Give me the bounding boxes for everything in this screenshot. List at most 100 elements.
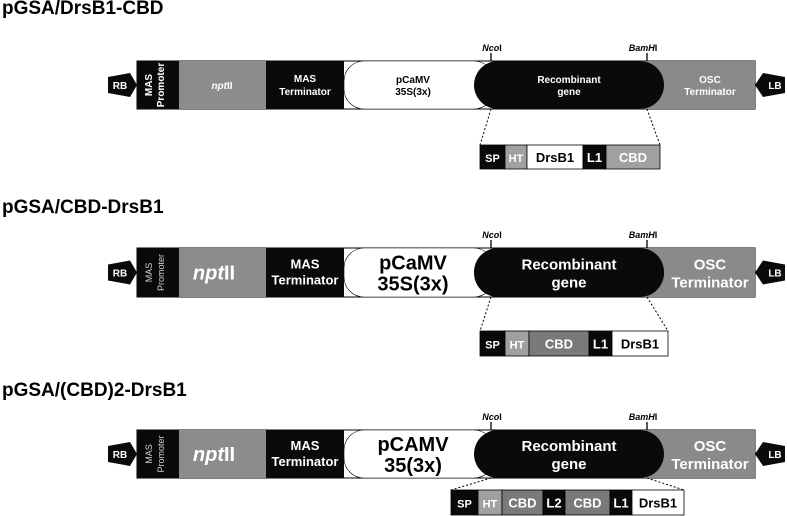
inset-label-drsb1: DrsB1 bbox=[536, 150, 574, 165]
rb-label: RB bbox=[113, 81, 127, 92]
mas-promoter-label-line2: Promoter bbox=[156, 435, 166, 472]
mas-promoter-label-line2: Promoter bbox=[156, 63, 167, 108]
mas-promoter-block bbox=[137, 248, 179, 297]
title-construct-3: pGSA/(CBD)2-DrsB1 bbox=[2, 380, 187, 401]
inset-label-cbd: CBD bbox=[508, 496, 536, 511]
pcamv-label-line1: pCaMV bbox=[379, 253, 447, 275]
bamhi-site-label: BamHI bbox=[629, 43, 658, 53]
mas-promoter-label-line1: MAS bbox=[144, 444, 154, 464]
recombinant-gene-block bbox=[474, 248, 664, 297]
inset-label-sp: SP bbox=[457, 499, 472, 511]
mas-promoter-label-line1: MAS bbox=[144, 74, 155, 97]
inset-connector-right bbox=[646, 108, 661, 146]
mas-terminator-label-line1: MAS bbox=[291, 438, 320, 453]
osc-terminator-label-line2: Terminator bbox=[671, 456, 748, 473]
osc-terminator-label-line2: Terminator bbox=[684, 87, 736, 98]
recombinant-gene-label-line2: gene bbox=[557, 87, 581, 98]
inset-label-sp: SP bbox=[485, 340, 500, 352]
inset-label-ht: HT bbox=[510, 340, 525, 352]
lb-label: LB bbox=[768, 450, 781, 461]
inset-connector-right bbox=[646, 296, 669, 332]
inset-connector-left bbox=[479, 296, 492, 332]
inset-segment-drsb1 bbox=[526, 144, 584, 170]
recombinant-gene-label-line2: gene bbox=[551, 275, 586, 292]
nptii-block bbox=[179, 61, 266, 109]
osc-terminator-label-line1: OSC bbox=[699, 75, 721, 86]
mas-terminator-label-line1: MAS bbox=[291, 257, 320, 272]
ncoi-site-label: NcoI bbox=[482, 43, 502, 53]
inset-segment-sp bbox=[479, 144, 506, 170]
lb-border-arrow bbox=[755, 260, 785, 285]
recombinant-gene-label-line1: Recombinant bbox=[521, 257, 616, 274]
osc-terminator-label-line1: OSC bbox=[694, 257, 727, 274]
inset-label-cbd: CBD bbox=[545, 337, 573, 352]
bamhi-site-label: BamHI bbox=[629, 230, 658, 240]
mas-terminator-block bbox=[266, 248, 344, 297]
mas-terminator-label-line2: Terminator bbox=[272, 273, 339, 288]
inset-segment-ht bbox=[477, 489, 503, 516]
recombinant-gene-block bbox=[474, 61, 664, 109]
inset-label-l1: L1 bbox=[593, 337, 608, 352]
mas-promoter-block bbox=[137, 61, 179, 109]
inset-segment-drsb1 bbox=[631, 489, 685, 516]
nptii-label: nptII bbox=[193, 444, 235, 466]
mas-terminator-label-line1: MAS bbox=[294, 74, 317, 85]
ncoi-site-label: NcoI bbox=[482, 412, 502, 422]
inset-label-drsb1: DrsB1 bbox=[621, 337, 659, 352]
mas-terminator-label-line2: Terminator bbox=[272, 454, 339, 469]
inset-label-cbd: CBD bbox=[573, 496, 601, 511]
recombinant-gene-label-line1: Recombinant bbox=[537, 75, 601, 86]
inset-label-l1: L1 bbox=[587, 150, 602, 165]
nptii-block bbox=[179, 430, 266, 478]
recombinant-gene-label-line2: gene bbox=[551, 456, 586, 473]
inset-segment-drsb1 bbox=[611, 330, 669, 357]
inset-label-ht: HT bbox=[483, 499, 498, 511]
inset-connector-left bbox=[479, 108, 492, 146]
mas-terminator-label-line2: Terminator bbox=[279, 87, 331, 98]
lb-border-arrow bbox=[755, 73, 785, 97]
title-construct-2: pGSA/CBD-DrsB1 bbox=[2, 197, 164, 218]
mas-promoter-label-line1: MAS bbox=[144, 263, 154, 283]
recombinant-gene-block bbox=[474, 430, 664, 478]
inset-segment-sp bbox=[450, 489, 479, 516]
inset-label-l2: L2 bbox=[546, 496, 561, 511]
inset-label-cbd: CBD bbox=[619, 150, 647, 165]
mas-terminator-block bbox=[266, 61, 344, 109]
lb-label: LB bbox=[768, 81, 781, 92]
pcamv-label-line2: 35(3x) bbox=[384, 455, 442, 477]
rb-border-arrow bbox=[108, 260, 137, 285]
rb-border-arrow bbox=[108, 442, 137, 466]
pcamv-label-line1: pCAMV bbox=[377, 434, 449, 456]
recombinant-gene-label-line1: Recombinant bbox=[521, 438, 616, 455]
nptii-block bbox=[179, 248, 266, 297]
inset-label-sp: SP bbox=[485, 153, 500, 165]
rb-border-arrow bbox=[108, 73, 137, 97]
inset-segment-cbd bbox=[605, 144, 661, 170]
inset-label-drsb1: DrsB1 bbox=[639, 496, 677, 511]
rb-label: RB bbox=[113, 450, 127, 461]
rb-label: RB bbox=[113, 269, 127, 280]
bamhi-site-label: BamHI bbox=[629, 412, 658, 422]
osc-terminator-label-line1: OSC bbox=[694, 438, 727, 455]
lb-label: LB bbox=[768, 269, 781, 280]
mas-terminator-block bbox=[266, 430, 344, 478]
lb-border-arrow bbox=[755, 442, 785, 466]
inset-label-ht: HT bbox=[509, 153, 524, 165]
inset-segment-ht bbox=[504, 330, 530, 357]
osc-terminator-label-line2: Terminator bbox=[671, 275, 748, 292]
nptii-label: nptII bbox=[193, 263, 235, 285]
pcamv-label-line1: pCaMV bbox=[396, 75, 430, 86]
inset-label-l1: L1 bbox=[613, 496, 628, 511]
pcamv-label-line2: 35S(3x) bbox=[395, 87, 431, 98]
title-construct-1: pGSA/DrsB1-CBD bbox=[2, 0, 164, 19]
inset-segment-cbd bbox=[564, 489, 611, 516]
ncoi-site-label: NcoI bbox=[482, 230, 502, 240]
mas-promoter-label-line2: Promoter bbox=[156, 254, 166, 291]
nptii-label: nptII bbox=[211, 81, 232, 92]
pcamv-label-line2: 35S(3x) bbox=[377, 274, 448, 296]
inset-connector-left bbox=[450, 477, 492, 491]
